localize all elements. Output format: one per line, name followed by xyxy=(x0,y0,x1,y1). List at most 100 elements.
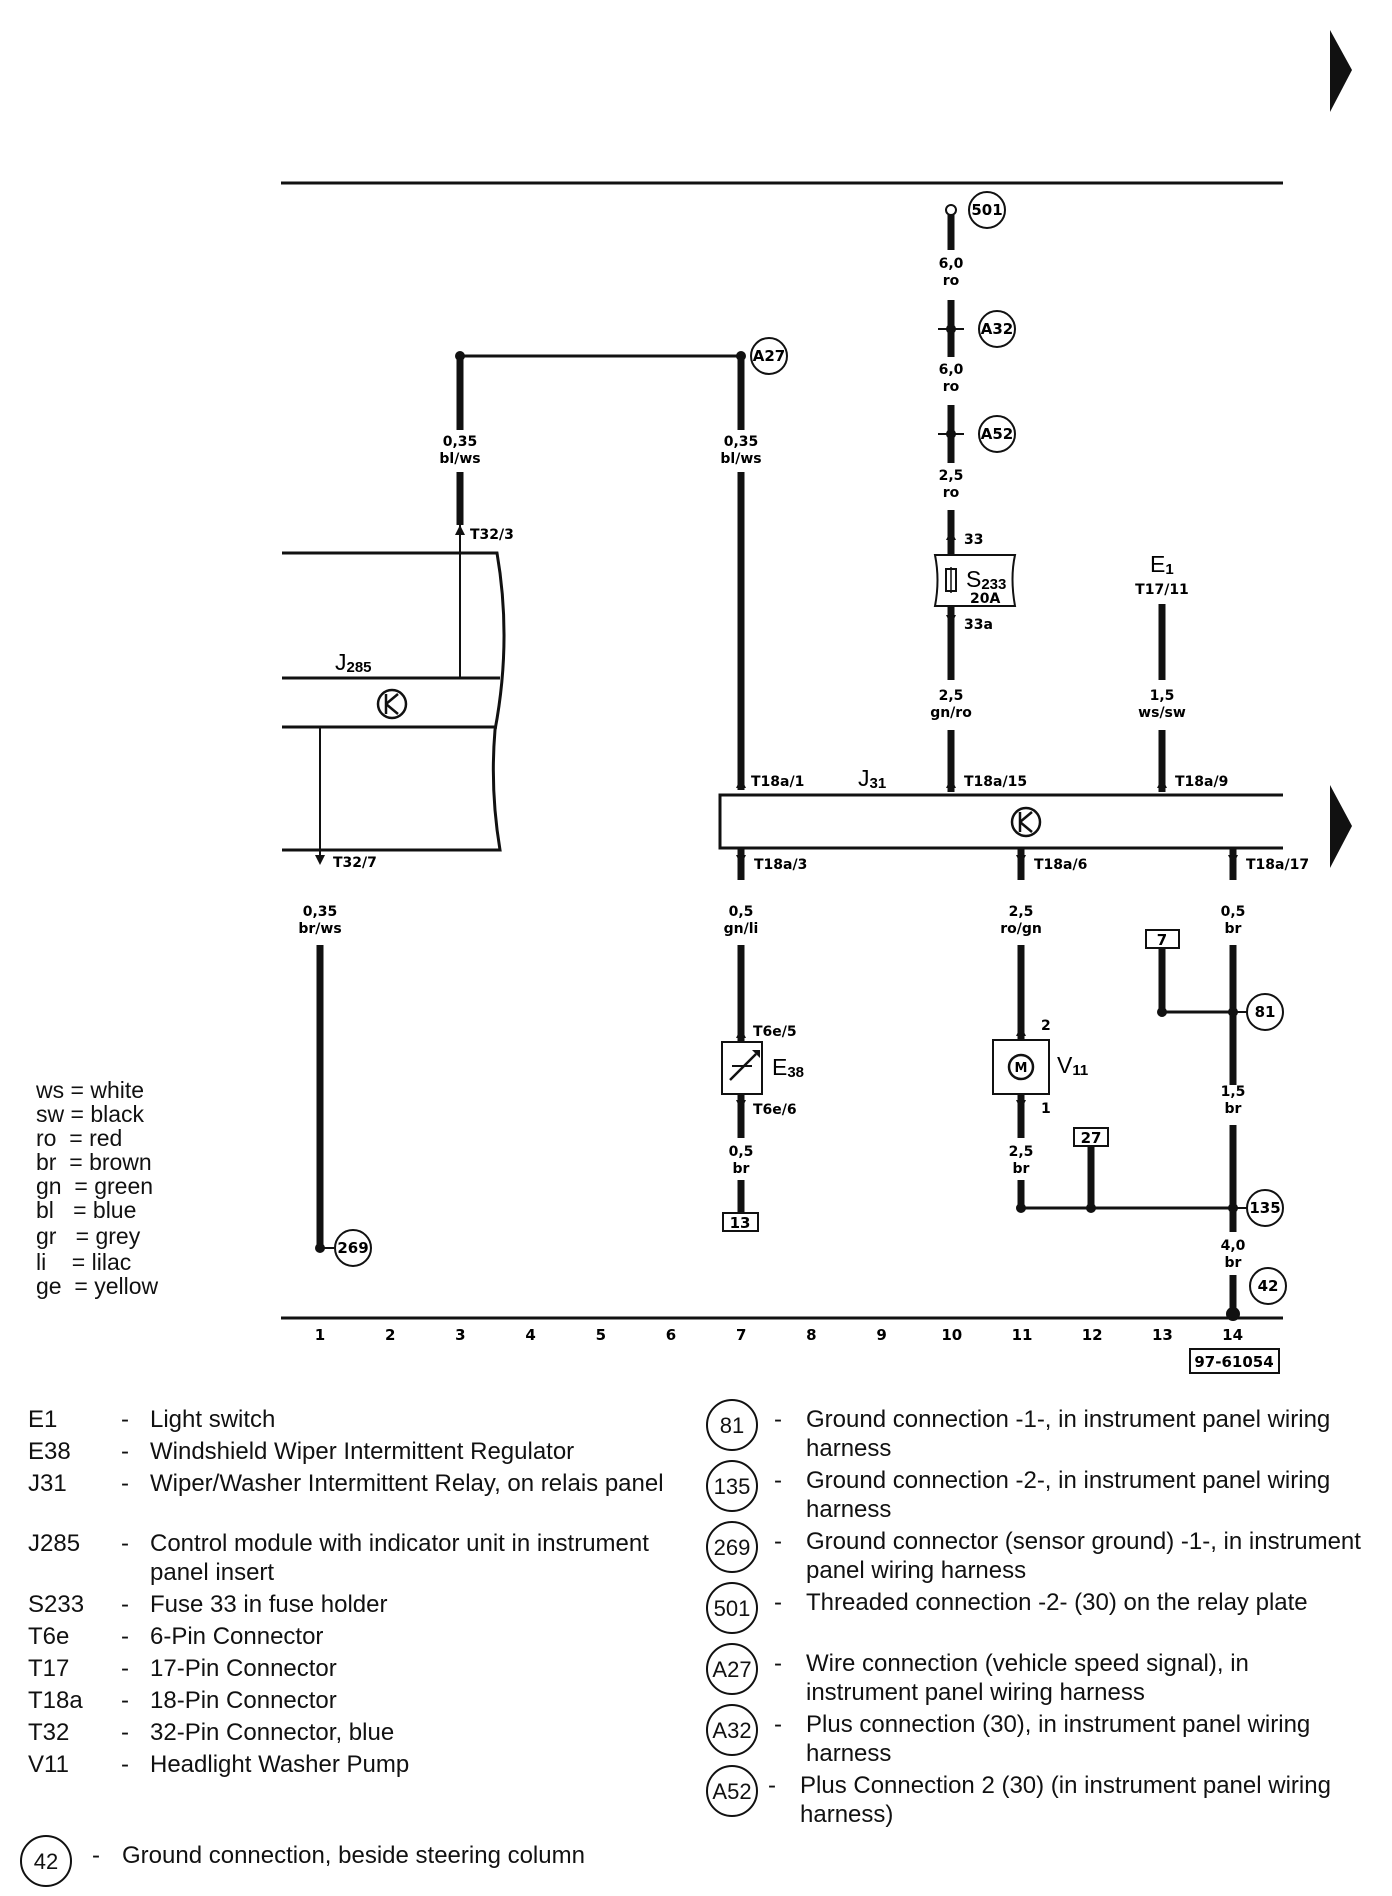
svg-text:M: M xyxy=(1015,1061,1028,1076)
svg-text:br: br xyxy=(733,1161,750,1177)
track-number: 7 xyxy=(736,1326,746,1344)
color-code-row: ge = yellow xyxy=(36,1273,159,1299)
svg-text:81: 81 xyxy=(1255,1003,1276,1021)
track-number: 3 xyxy=(455,1326,465,1344)
plus-a52-icon: A52 xyxy=(706,1765,758,1817)
svg-text:ro: ro xyxy=(943,273,960,289)
connector-81 xyxy=(1246,993,1284,1031)
j285-label: J285 xyxy=(335,649,372,676)
e1-label: E1 xyxy=(1150,551,1174,578)
track-number: 14 xyxy=(1222,1326,1243,1344)
svg-text:13: 13 xyxy=(730,1214,751,1232)
connector-501 xyxy=(968,191,1006,229)
track-number: 11 xyxy=(1012,1326,1033,1344)
svg-text:2,5: 2,5 xyxy=(1009,904,1034,920)
j285-module-outline xyxy=(282,551,506,852)
svg-text:A32: A32 xyxy=(981,320,1013,338)
ground-269-icon: 269 xyxy=(706,1521,758,1573)
connector-269 xyxy=(334,1229,372,1267)
connector-42 xyxy=(1249,1267,1287,1305)
color-code-row: ro = red xyxy=(36,1125,123,1151)
color-code-row: gr = grey xyxy=(36,1223,141,1249)
svg-text:br: br xyxy=(1225,1255,1242,1271)
svg-text:0,35: 0,35 xyxy=(443,434,478,450)
track-number: 13 xyxy=(1152,1326,1173,1344)
svg-text:br: br xyxy=(1225,921,1242,937)
svg-text:0,35: 0,35 xyxy=(303,904,338,920)
svg-text:ro: ro xyxy=(943,379,960,395)
svg-text:2,5: 2,5 xyxy=(939,688,964,704)
svg-text:42: 42 xyxy=(1258,1277,1279,1295)
color-code-row: ws = white xyxy=(36,1077,145,1103)
j31-relay-outline xyxy=(718,793,1283,850)
reference-box xyxy=(1189,1348,1280,1374)
svg-text:gn/ro: gn/ro xyxy=(930,705,972,721)
svg-text:T6e/5: T6e/5 xyxy=(753,1024,797,1040)
connector-a32 xyxy=(978,310,1016,348)
svg-text:20A: 20A xyxy=(970,591,1000,607)
plus-a32-icon: A32 xyxy=(706,1704,758,1756)
svg-text:97-61054: 97-61054 xyxy=(1194,1353,1273,1371)
svg-text:br/ws: br/ws xyxy=(298,921,341,937)
svg-text:bl/ws: bl/ws xyxy=(439,451,480,467)
svg-text:T32/7: T32/7 xyxy=(333,855,377,871)
svg-text:ro/gn: ro/gn xyxy=(1000,921,1042,937)
svg-text:T18a/9: T18a/9 xyxy=(1175,774,1228,790)
fuse-s233-label: S233 xyxy=(966,566,1006,593)
track-number: 4 xyxy=(525,1326,535,1344)
continue-arrow-right-icon[interactable] xyxy=(1330,785,1352,868)
svg-text:7: 7 xyxy=(1157,931,1167,949)
j31-label: J31 xyxy=(858,765,886,792)
svg-text:0,5: 0,5 xyxy=(1221,904,1246,920)
svg-text:2: 2 xyxy=(1041,1018,1051,1034)
svg-text:bl/ws: bl/ws xyxy=(720,451,761,467)
color-code-row: bl = blue xyxy=(36,1197,137,1223)
svg-text:1,5: 1,5 xyxy=(1150,688,1175,704)
svg-text:2,5: 2,5 xyxy=(939,468,964,484)
continue-arrow-top-icon[interactable] xyxy=(1330,30,1352,112)
svg-text:T17/11: T17/11 xyxy=(1135,582,1189,598)
svg-text:33a: 33a xyxy=(964,617,993,633)
svg-text:135: 135 xyxy=(1249,1199,1280,1217)
svg-text:269: 269 xyxy=(337,1239,368,1257)
connector-box-13 xyxy=(722,1212,759,1232)
svg-text:T18a/3: T18a/3 xyxy=(754,857,807,873)
svg-text:gn/li: gn/li xyxy=(724,921,759,937)
color-code-legend: ws = white sw = black ro = red br = brow… xyxy=(36,1078,158,1298)
track-number: 1 xyxy=(315,1326,325,1344)
track-number: 8 xyxy=(806,1326,816,1344)
track-number: 6 xyxy=(666,1326,676,1344)
threaded-501-icon: 501 xyxy=(706,1582,758,1634)
color-code-row: gn = green xyxy=(36,1173,154,1199)
connector-a27 xyxy=(750,337,788,375)
svg-text:1,5: 1,5 xyxy=(1221,1084,1246,1100)
svg-text:1: 1 xyxy=(1041,1101,1051,1117)
svg-text:T18a/17: T18a/17 xyxy=(1246,857,1309,873)
svg-text:33: 33 xyxy=(964,532,983,548)
track-number: 2 xyxy=(385,1326,395,1344)
svg-text:ro: ro xyxy=(943,485,960,501)
svg-text:501: 501 xyxy=(971,201,1002,219)
svg-text:0,5: 0,5 xyxy=(729,904,754,920)
connector-a52 xyxy=(978,415,1016,453)
ground-42-icon: 42 xyxy=(20,1835,72,1887)
connector-135 xyxy=(1246,1189,1284,1227)
ground-135-icon: 135 xyxy=(706,1460,758,1512)
motor-icon xyxy=(1007,1053,1035,1081)
svg-text:6,0: 6,0 xyxy=(939,362,964,378)
track-number: 9 xyxy=(876,1326,886,1344)
svg-text:27: 27 xyxy=(1081,1129,1102,1147)
svg-text:2,5: 2,5 xyxy=(1009,1144,1034,1160)
svg-text:0,5: 0,5 xyxy=(729,1144,754,1160)
color-code-row: br = brown xyxy=(36,1149,152,1175)
color-code-row: sw = black xyxy=(36,1101,145,1127)
track-number: 10 xyxy=(941,1326,962,1344)
svg-text:T18a/15: T18a/15 xyxy=(964,774,1027,790)
track-number: 5 xyxy=(596,1326,606,1344)
svg-text:br: br xyxy=(1013,1161,1030,1177)
svg-text:T32/3: T32/3 xyxy=(470,527,514,543)
svg-text:ws/sw: ws/sw xyxy=(1138,705,1186,721)
fuse-holder xyxy=(933,554,1017,607)
svg-text:0,35: 0,35 xyxy=(724,434,759,450)
